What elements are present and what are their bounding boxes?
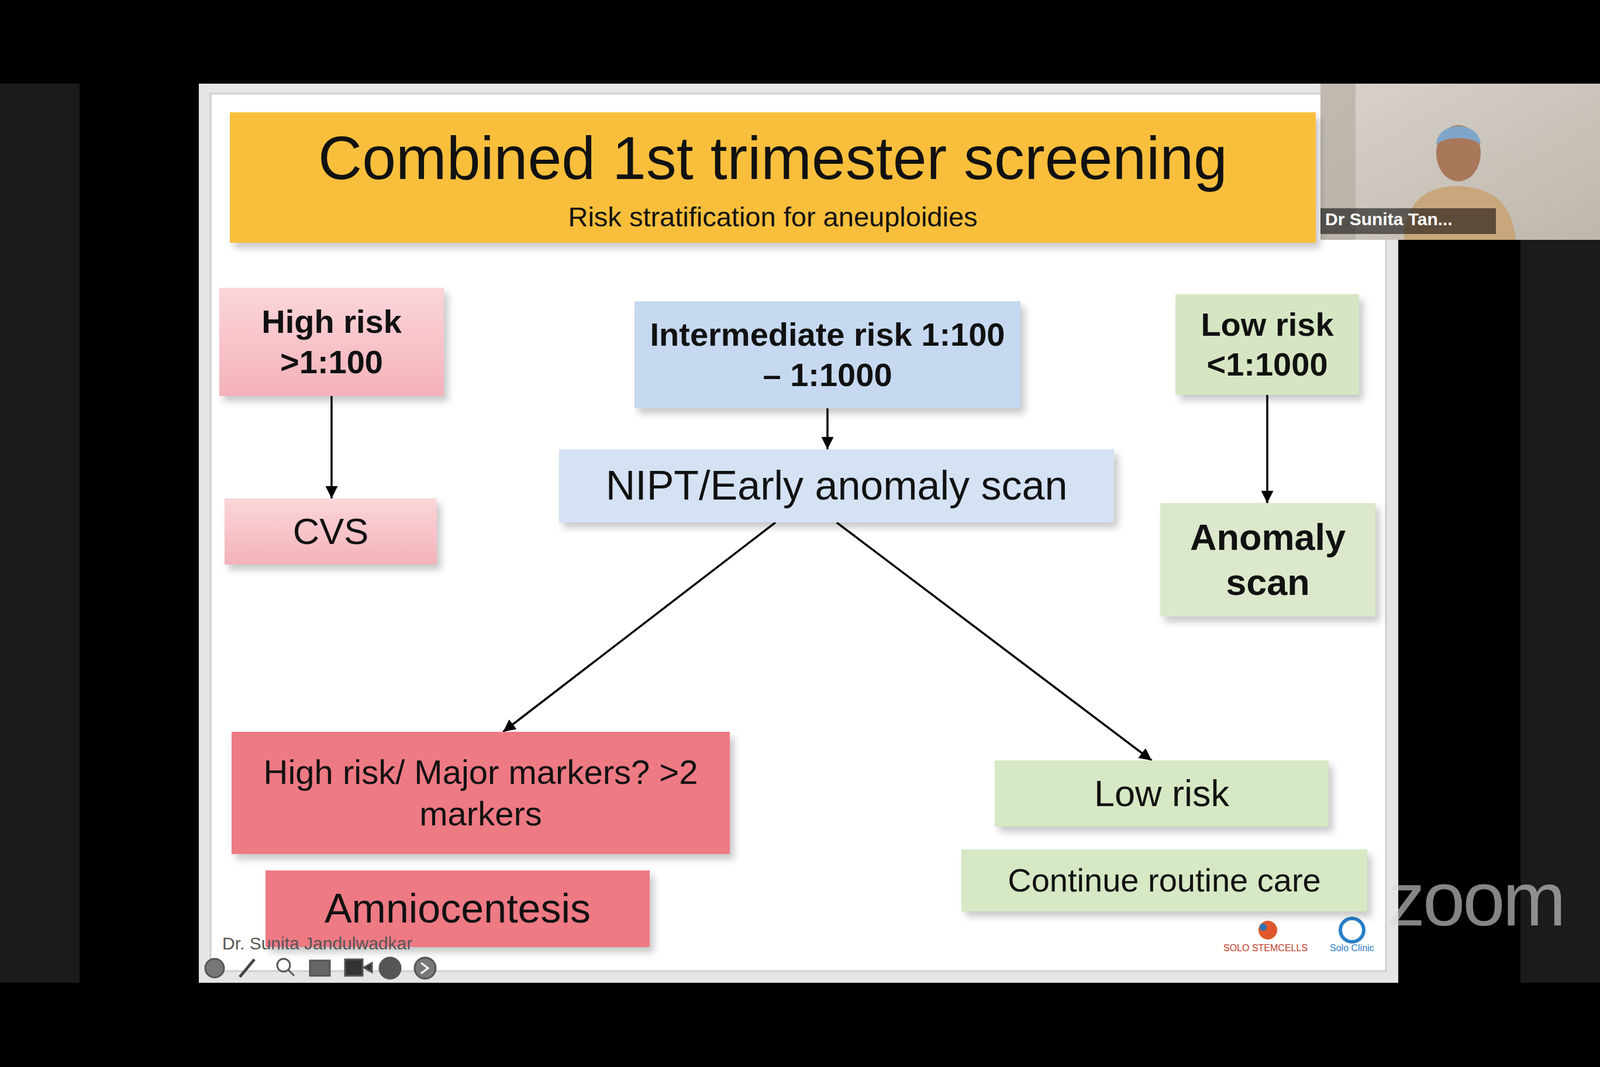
- flow-arrow: [1266, 394, 1269, 503]
- flow-arrow: [502, 522, 776, 732]
- box-text: High risk >1:100: [230, 301, 433, 382]
- action-box: Continue routine care: [961, 849, 1368, 912]
- action-box: CVS: [224, 498, 437, 565]
- risk-box: High risk >1:100: [219, 287, 444, 396]
- box-text: Low risk <1:1000: [1187, 304, 1348, 385]
- box-text: Intermediate risk 1:100 – 1:1000: [646, 314, 1009, 395]
- action-box: NIPT/Early anomaly scan: [559, 449, 1115, 523]
- logo-text: Solo Clinic: [1329, 942, 1375, 954]
- presenter-cap: [1436, 126, 1481, 146]
- flow-arrow: [330, 395, 333, 499]
- box-text: High risk/ Major markers? >2 markers: [243, 751, 719, 835]
- logo-text: SOLO STEMCELLS: [1223, 942, 1308, 954]
- participant-name: Dr Sunita Tan...: [1325, 209, 1453, 230]
- box-text: Amniocentesis: [277, 883, 639, 934]
- action-box: Anomaly scan: [1160, 502, 1376, 617]
- zoom-watermark: zoom: [1387, 854, 1564, 943]
- box-text: CVS: [236, 508, 426, 554]
- flow-arrow: [836, 522, 1153, 761]
- result-box: High risk/ Major markers? >2 markers: [231, 731, 730, 854]
- box-subtext: Risk stratification for aneuploidies: [241, 200, 1305, 234]
- box-text: Low risk: [1006, 770, 1317, 816]
- title-band: Combined 1st trimester screeningRisk str…: [229, 112, 1316, 243]
- name-tag-ground: [1320, 208, 1496, 234]
- risk-box: Low risk <1:1000: [1175, 294, 1360, 395]
- box-text: Combined 1st trimester screening: [241, 121, 1305, 196]
- result-box: Low risk: [994, 760, 1329, 827]
- box-text: Continue routine care: [973, 860, 1356, 900]
- slide-frame: [198, 83, 1399, 983]
- logo-marks: [1258, 918, 1364, 942]
- slide-ground: [210, 93, 1386, 971]
- toolbar-icons: [205, 957, 436, 979]
- presenter-head: [1436, 125, 1481, 182]
- flow-arrow: [826, 408, 829, 450]
- box-text: Anomaly scan: [1171, 514, 1364, 605]
- side-strip: [0, 83, 80, 983]
- presenter-credit: Dr. Sunita Jandulwadkar: [222, 933, 413, 954]
- video-panel: [1320, 83, 1600, 240]
- box-text: NIPT/Early anomaly scan: [570, 460, 1103, 511]
- risk-box: Intermediate risk 1:100 – 1:1000: [634, 301, 1021, 409]
